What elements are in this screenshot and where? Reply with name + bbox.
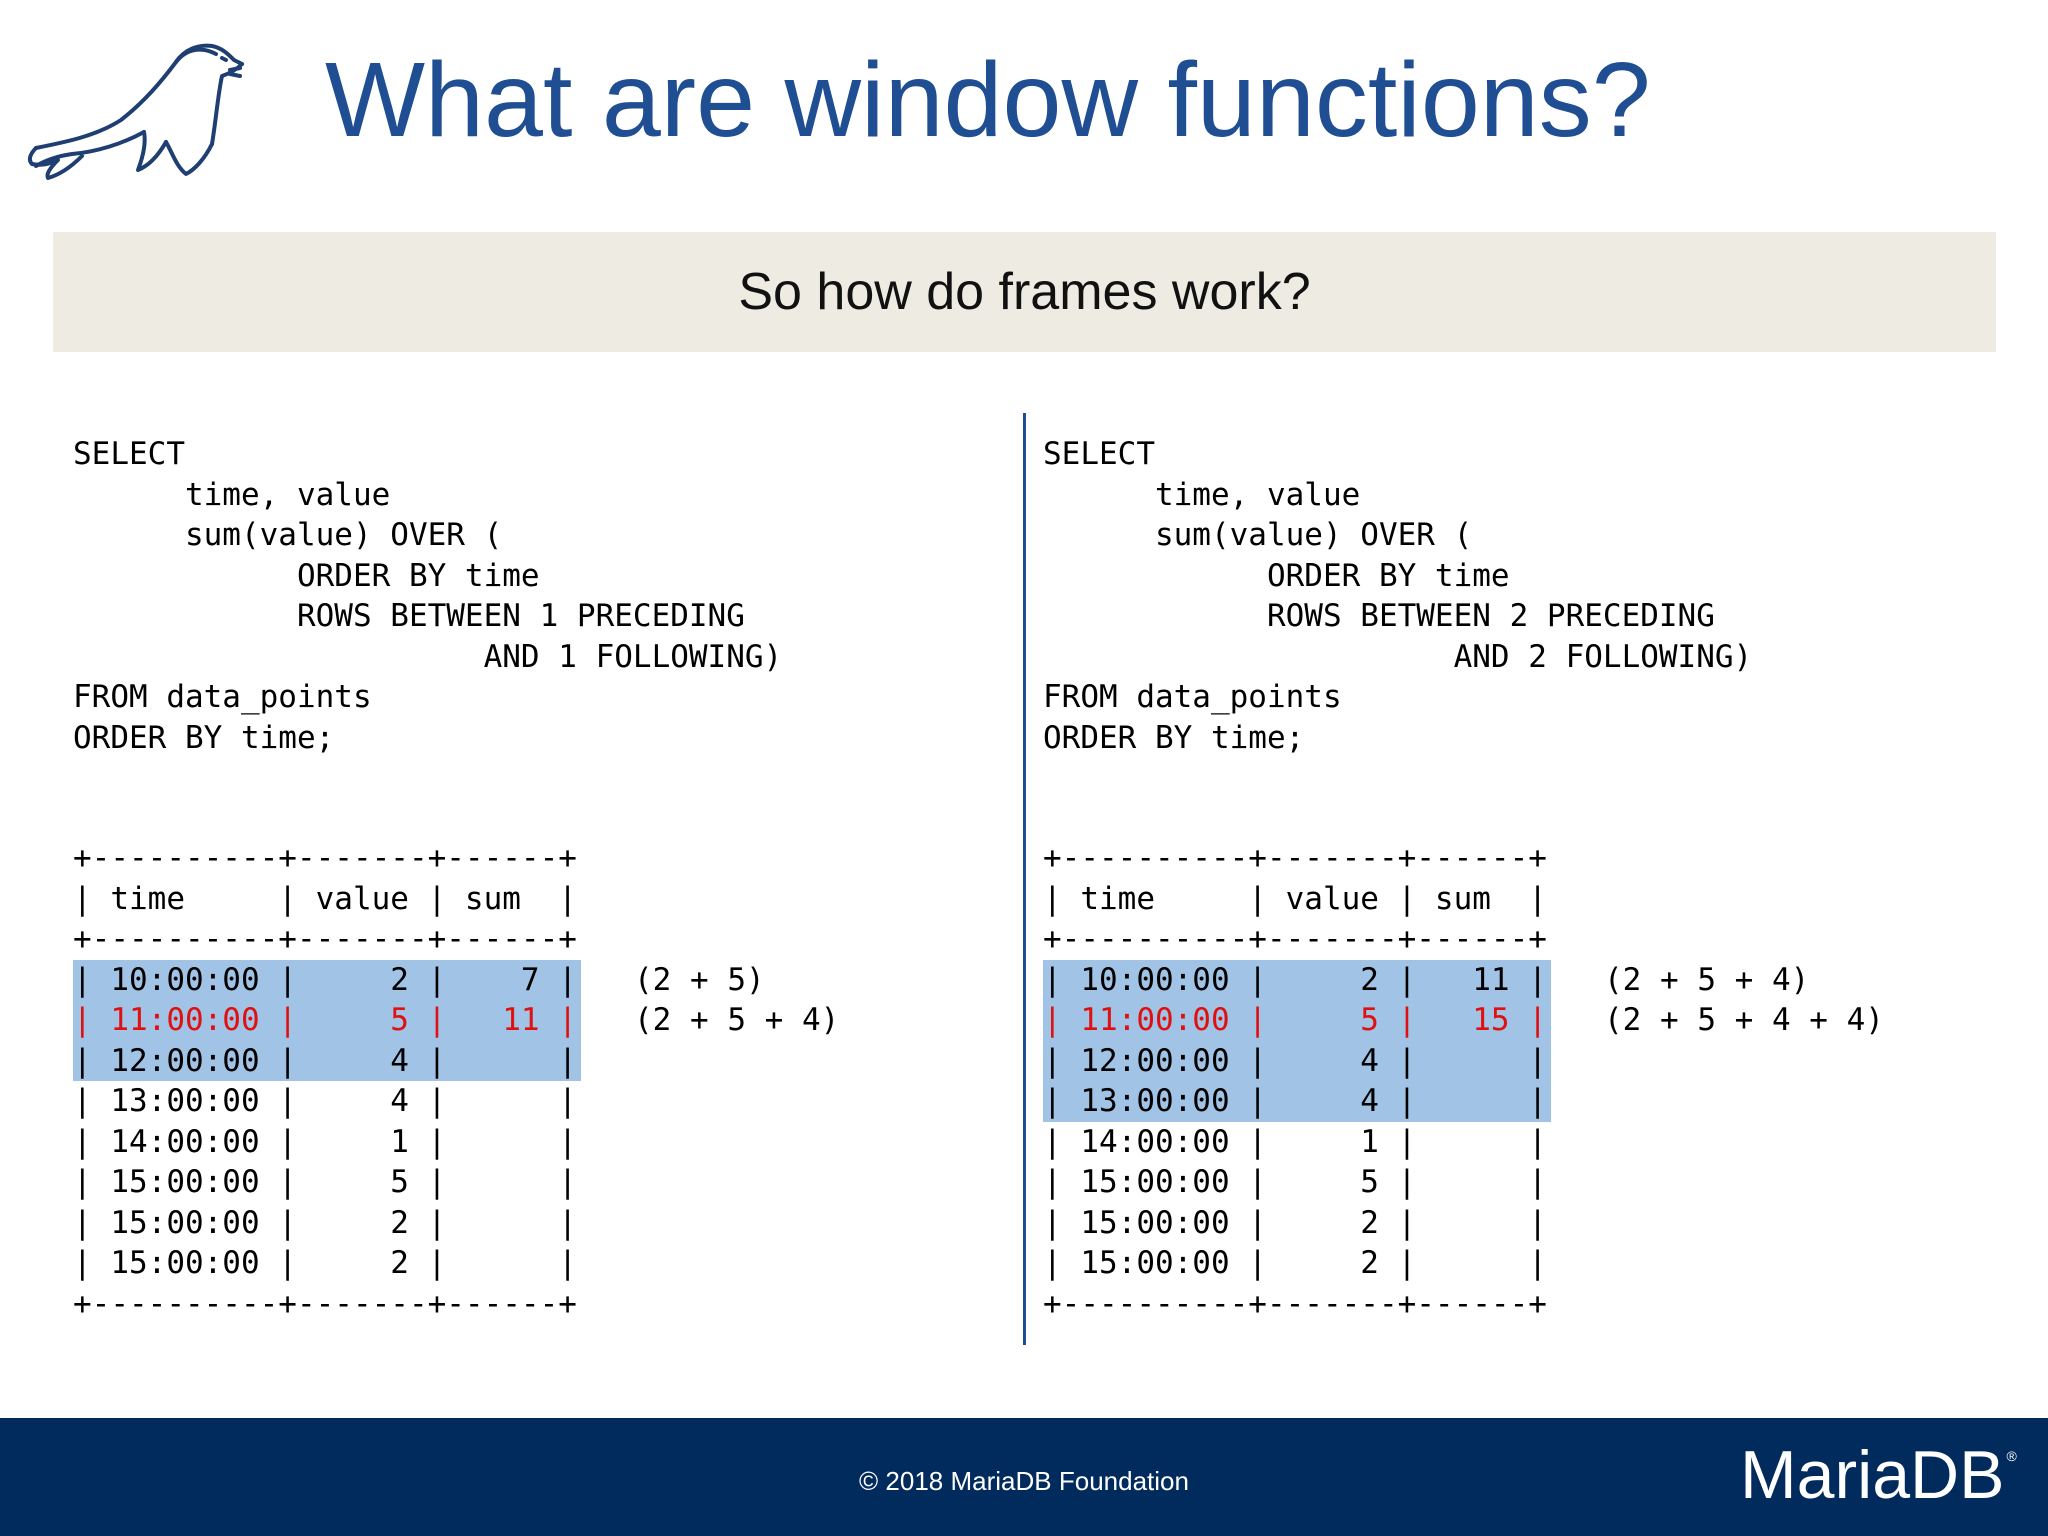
table-row: | 13:00:00 | 4 | | — [1043, 1081, 1551, 1122]
banner-text: So how do frames work? — [738, 263, 1311, 321]
table-row-text: | 13:00:00 | 4 | | — [73, 1083, 577, 1119]
code-line: time, value — [1043, 476, 1361, 513]
brand-text: MariaDB — [1740, 1437, 2005, 1513]
table-row: | 13:00:00 | 4 | | — [73, 1081, 1013, 1122]
table-row: +----------+-------+------+ — [73, 1284, 1013, 1325]
table-row-text: | 14:00:00 | 1 | | — [73, 1123, 577, 1160]
code-line: SELECT — [73, 436, 185, 472]
table-row-text: | 14:00:00 | 1 | | — [1043, 1123, 1547, 1160]
table-row-text: | 11:00:00 | 5 | 15 | — [1043, 1002, 1547, 1038]
table-row-text: | 15:00:00 | 2 | | — [1043, 1245, 1547, 1281]
sum-explanation: (2 + 5 + 4 + 4) — [1604, 1002, 1884, 1038]
result-table-right: +----------+-------+------+ | time | valu… — [1043, 838, 1983, 1324]
copyright-text: © 2018 MariaDB Foundation — [859, 1466, 1189, 1496]
table-row-text: +----------+-------+------+ — [1043, 840, 1547, 876]
table-row: | 15:00:00 | 5 | | — [1043, 1162, 1983, 1203]
footer-bar — [0, 1418, 2048, 1536]
table-row: | 14:00:00 | 1 | | — [1043, 1122, 1983, 1163]
table-row-text: +----------+-------+------+ — [1043, 921, 1547, 957]
table-row: | time | value | sum | — [1043, 879, 1983, 920]
sum-explanation: (2 + 5 + 4) — [1604, 961, 1810, 998]
table-row-text: +----------+-------+------+ — [73, 840, 577, 876]
right-panel: SELECT time, value sum(value) OVER ( ORD… — [1043, 434, 1983, 1324]
table-row: | 10:00:00 | 2 | 7 | (2 + 5) — [73, 959, 765, 1000]
code-line: time, value — [73, 476, 391, 513]
table-row: | 15:00:00 | 5 | | — [73, 1162, 1013, 1203]
table-row-text: | 11:00:00 | 5 | 11 | — [73, 1002, 577, 1038]
registered-mark: ® — [2006, 1448, 2017, 1464]
page-title: What are window functions? — [325, 41, 1651, 159]
table-row: | 14:00:00 | 1 | | — [73, 1122, 1013, 1163]
table-row: | 12:00:00 | 4 | | — [1043, 1040, 1551, 1081]
table-row-text: | 10:00:00 | 2 | 11 | — [1043, 961, 1547, 998]
code-line: ORDER BY time — [1043, 557, 1510, 594]
sum-explanation: (2 + 5) — [634, 961, 765, 998]
code-line: AND 2 FOLLOWING) — [1043, 638, 1753, 675]
mariadb-seal-icon — [27, 43, 244, 180]
sql-query-right: SELECT time, value sum(value) OVER ( ORD… — [1043, 434, 1983, 758]
table-row-text: | 10:00:00 | 2 | 7 | — [73, 961, 577, 998]
table-row-text: | time | value | sum | — [1043, 880, 1547, 917]
code-line: ORDER BY time; — [73, 719, 335, 756]
code-line: ROWS BETWEEN 1 PRECEDING — [73, 598, 745, 634]
table-row: | 15:00:00 | 2 | | — [73, 1243, 1013, 1284]
subtitle-banner: So how do frames work? — [53, 232, 1996, 352]
table-row: +----------+-------+------+ — [73, 838, 1013, 879]
sum-explanation: (2 + 5 + 4) — [634, 1002, 840, 1038]
table-row: | 11:00:00 | 5 | 11 | (2 + 5 + 4) — [73, 1000, 839, 1041]
table-row-text: | 15:00:00 | 5 | | — [73, 1164, 577, 1200]
result-table-left: +----------+-------+------+ | time | valu… — [73, 838, 1013, 1324]
table-row-text: | 12:00:00 | 4 | | — [73, 1042, 577, 1079]
table-row-text: +----------+-------+------+ — [73, 1285, 577, 1322]
table-row-text: | 12:00:00 | 4 | | — [1043, 1042, 1547, 1079]
table-row-text: | 13:00:00 | 4 | | — [1043, 1083, 1547, 1119]
left-panel: SELECT time, value sum(value) OVER ( ORD… — [73, 434, 1013, 1324]
table-row-text: | 15:00:00 | 2 | | — [1043, 1204, 1547, 1241]
table-row: | 15:00:00 | 2 | | — [73, 1203, 1013, 1244]
code-line: SELECT — [1043, 436, 1155, 472]
table-row-text: | 15:00:00 | 2 | | — [73, 1245, 577, 1281]
table-row-text: | 15:00:00 | 2 | | — [73, 1204, 577, 1241]
table-row: +----------+-------+------+ — [1043, 838, 1983, 879]
table-row-text: +----------+-------+------+ — [73, 921, 577, 957]
code-line: AND 1 FOLLOWING) — [73, 638, 783, 675]
mariadb-brand-logo: MariaDB® — [1740, 1436, 2017, 1514]
table-row: +----------+-------+------+ — [1043, 919, 1983, 960]
table-row: | 15:00:00 | 2 | | — [1043, 1243, 1983, 1284]
sql-query-left: SELECT time, value sum(value) OVER ( ORD… — [73, 434, 1013, 758]
code-line: FROM data_points — [1043, 679, 1342, 715]
table-row: | 10:00:00 | 2 | 11 | (2 + 5 + 4) — [1043, 959, 1809, 1000]
code-line: sum(value) OVER ( — [1043, 517, 1473, 553]
table-row: +----------+-------+------+ — [73, 919, 1013, 960]
code-line: sum(value) OVER ( — [73, 517, 503, 553]
table-row: | time | value | sum | — [73, 879, 1013, 920]
code-line: FROM data_points — [73, 679, 372, 715]
table-row: | 12:00:00 | 4 | | — [73, 1040, 581, 1081]
table-row: +----------+-------+------+ — [1043, 1284, 1983, 1325]
vertical-divider — [1023, 413, 1026, 1345]
code-line: ORDER BY time — [73, 557, 540, 594]
code-line: ROWS BETWEEN 2 PRECEDING — [1043, 598, 1715, 634]
table-row-text: | time | value | sum | — [73, 880, 577, 917]
table-row: | 11:00:00 | 5 | 15 | (2 + 5 + 4 + 4) — [1043, 1000, 1884, 1041]
table-row-text: | 15:00:00 | 5 | | — [1043, 1164, 1547, 1200]
code-line: ORDER BY time; — [1043, 719, 1305, 756]
table-row-text: +----------+-------+------+ — [1043, 1285, 1547, 1322]
table-row: | 15:00:00 | 2 | | — [1043, 1203, 1983, 1244]
